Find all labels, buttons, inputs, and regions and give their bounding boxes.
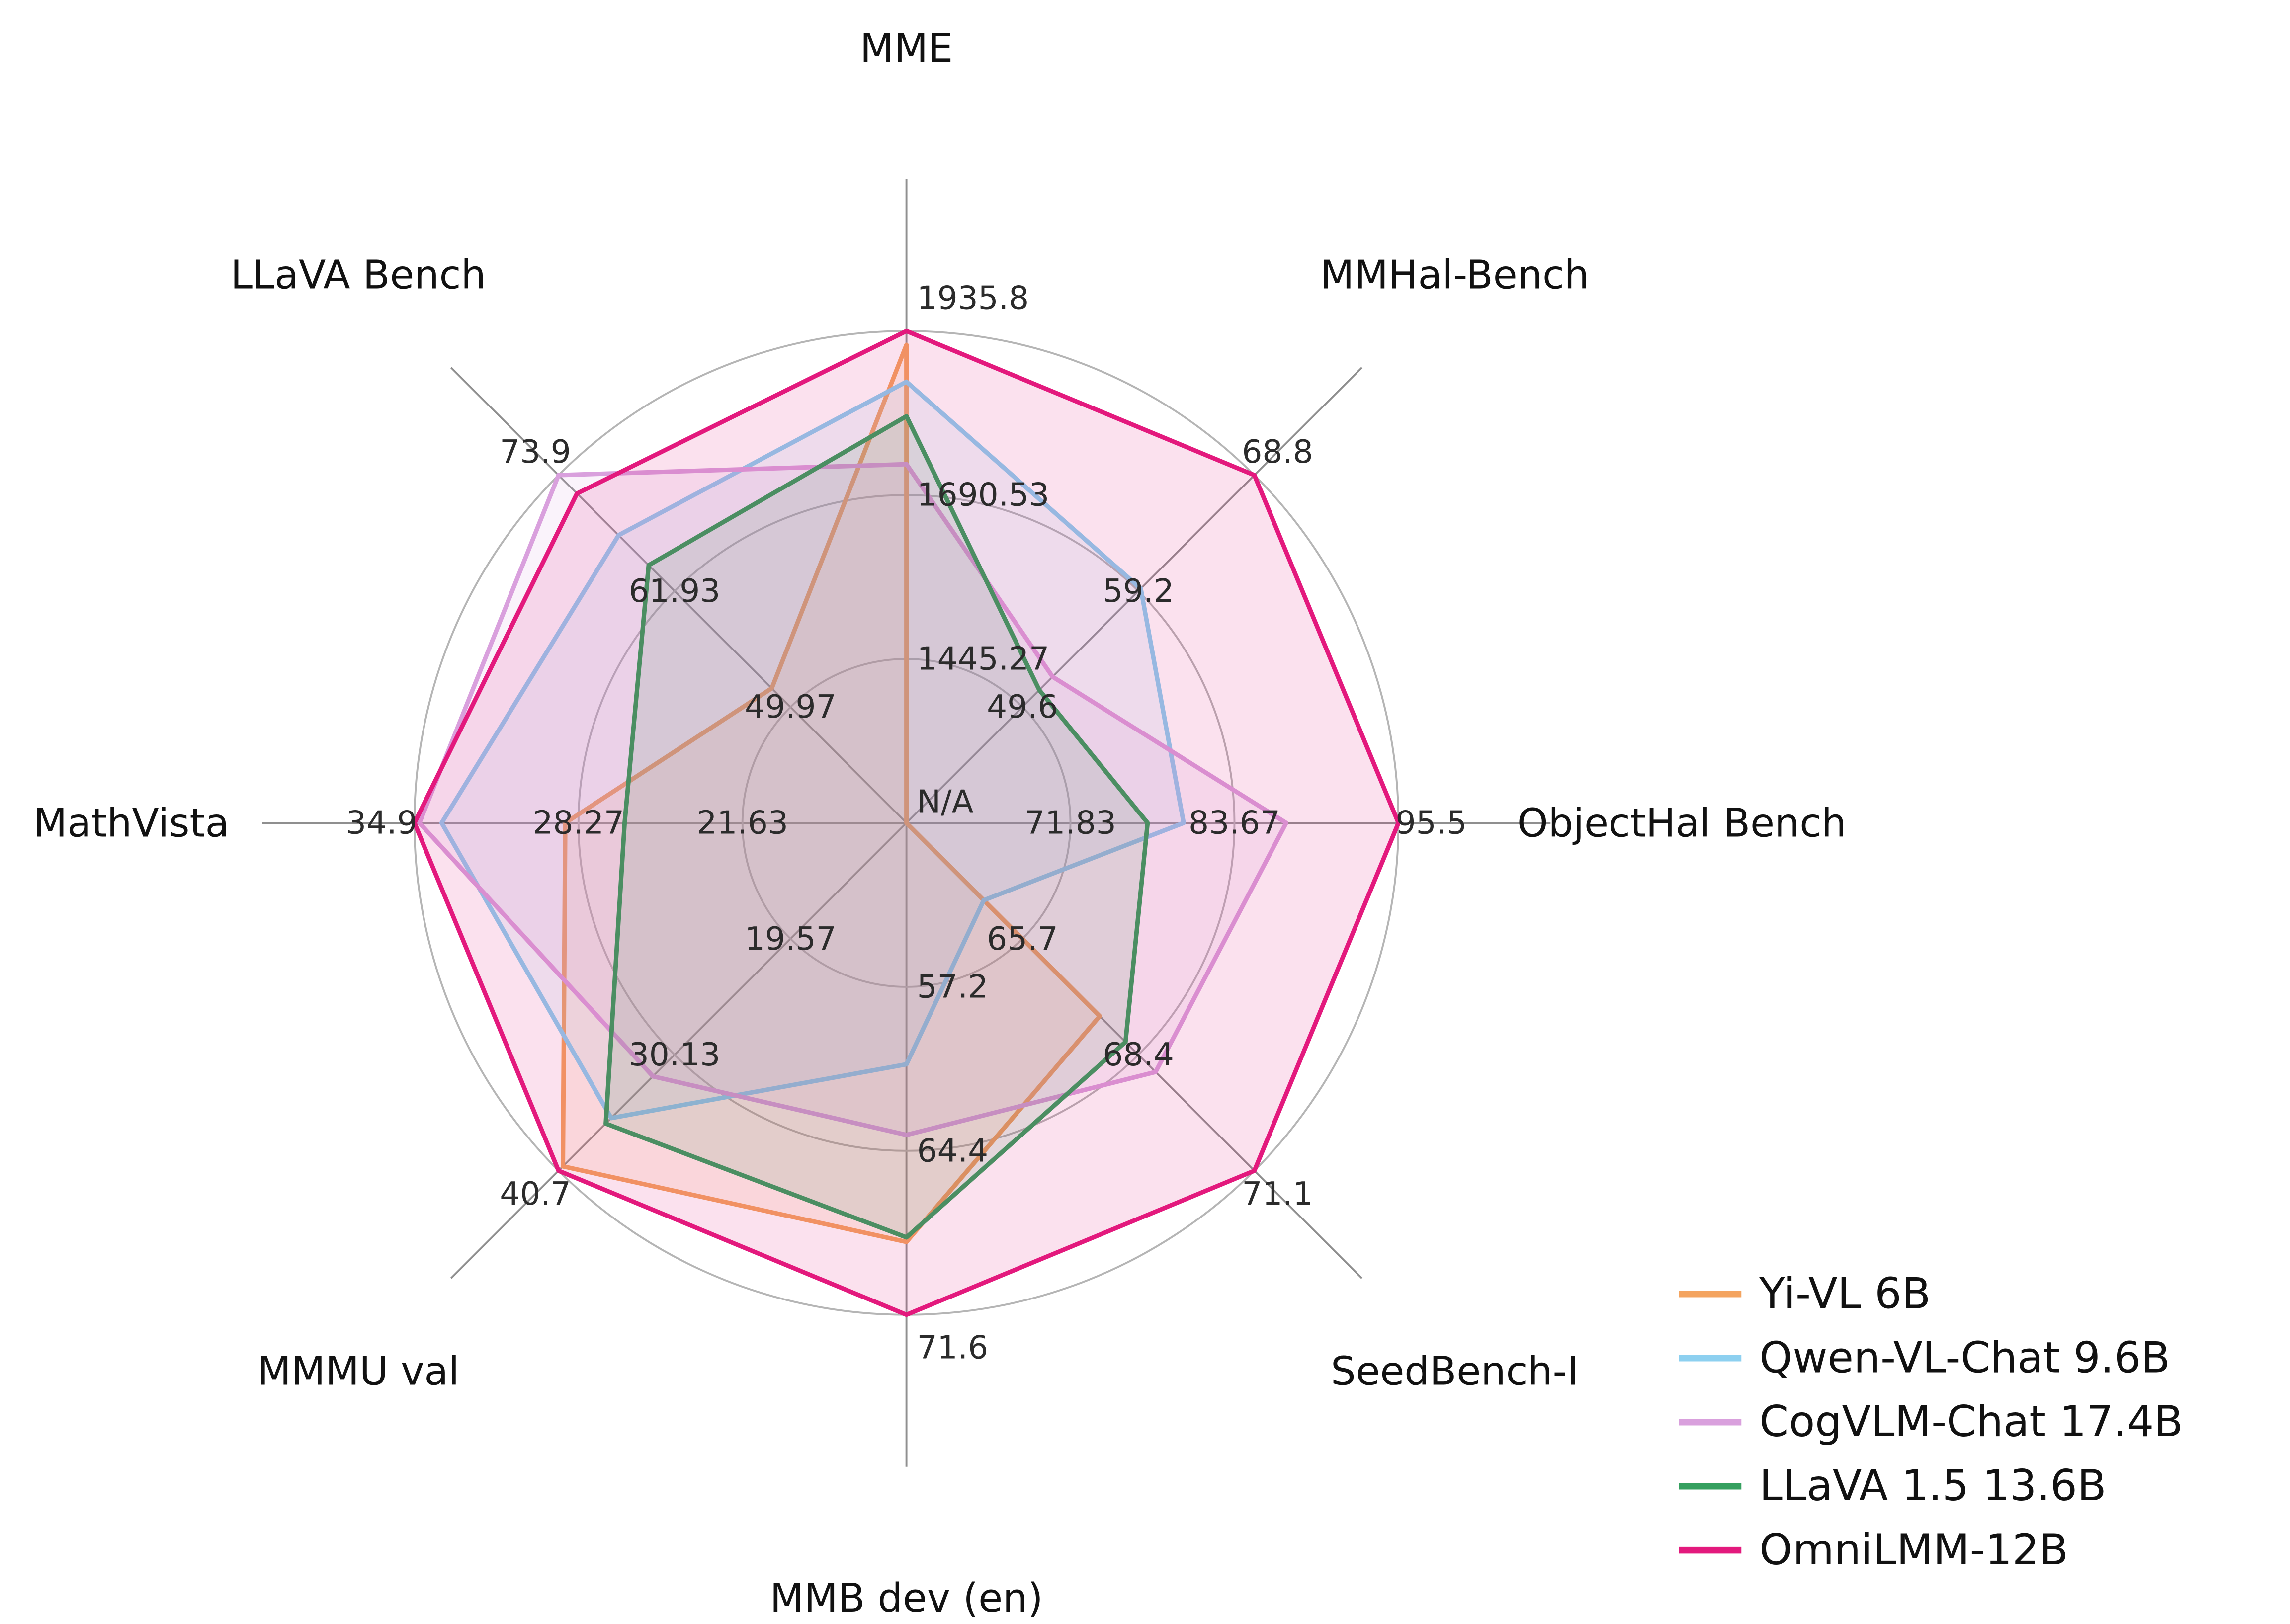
axis-title: MMMU val (257, 1348, 459, 1394)
tick-label: 49.97 (745, 688, 837, 726)
tick-label: 71.6 (917, 1329, 989, 1366)
axis-title: MMB dev (en) (770, 1575, 1043, 1621)
axis-title: ObjectHal Bench (1517, 800, 1846, 846)
axis-title: LLaVA Bench (231, 252, 486, 298)
legend: Yi-VL 6B Qwen-VL-Chat 9.6B CogVLM-Chat 17.… (1679, 1269, 2183, 1575)
tick-label: 1445.27 (917, 641, 1050, 678)
tick-label: 30.13 (629, 1036, 721, 1073)
legend-label: Yi-VL 6B (1759, 1269, 1931, 1318)
tick-label: 34.9 (346, 804, 418, 841)
tick-label: 21.63 (696, 804, 788, 841)
tick-label: 40.7 (500, 1175, 571, 1213)
tick-label: 28.27 (532, 804, 624, 841)
tick-label: 95.5 (1396, 804, 1467, 841)
series-polygon (561, 342, 1102, 1244)
tick-label: 57.2 (917, 968, 989, 1005)
axis-spoke (450, 367, 907, 824)
axis-title: MMHal-Bench (1320, 252, 1589, 298)
tick-label: 19.57 (745, 920, 837, 958)
tick-label: 64.4 (917, 1132, 989, 1169)
tick-label: 71.83 (1024, 804, 1116, 841)
tick-label: 49.6 (987, 688, 1058, 726)
tick-label: 65.7 (987, 920, 1058, 958)
tick-label: 61.93 (629, 572, 721, 610)
tick-label: 71.1 (1242, 1175, 1313, 1213)
axis-spoke (906, 367, 1363, 824)
legend-label: LLaVA 1.5 13.6B (1759, 1462, 2106, 1511)
center-tick-label: N/A (917, 784, 974, 821)
tick-label: 1935.8 (917, 280, 1029, 317)
series-polygon (603, 414, 1150, 1240)
series-polygon (412, 328, 1401, 1317)
tick-label: 68.8 (1242, 433, 1313, 471)
tick-label: 73.9 (500, 433, 571, 471)
axis-title: MME (860, 25, 953, 71)
axis-spoke (450, 822, 907, 1279)
legend-label: CogVLM-Chat 17.4B (1759, 1397, 2183, 1447)
tick-label: 1690.53 (917, 477, 1050, 514)
axis-title: SeedBench-I (1331, 1348, 1579, 1394)
tick-label: 68.4 (1103, 1036, 1174, 1073)
legend-label: OmniLMM-12B (1759, 1526, 2068, 1575)
series-polygon (417, 462, 1289, 1137)
tick-label: 83.67 (1188, 804, 1280, 841)
legend-label: Qwen-VL-Chat 9.6B (1759, 1333, 2170, 1382)
tick-label: 59.2 (1103, 572, 1174, 610)
axis-title: MathVista (33, 800, 230, 846)
series-polygon (439, 379, 1186, 1121)
